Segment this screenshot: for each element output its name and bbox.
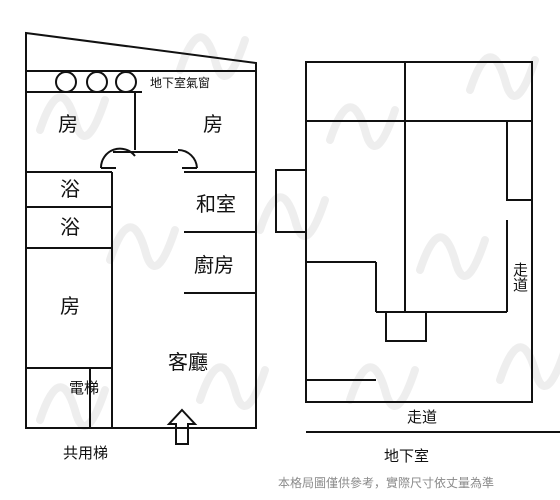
label-elevator: 電梯 [69, 379, 99, 397]
basement-plan [275, 61, 560, 433]
main-floor-outline [25, 31, 257, 429]
label-room-top-right: 房 [203, 112, 223, 136]
window-circle [86, 71, 108, 93]
label-basement-window: 地下室氣窗 [150, 75, 210, 90]
window-circle [55, 71, 77, 93]
label-kitchen: 廚房 [194, 253, 234, 277]
label-japanese-room: 和室 [196, 192, 236, 216]
label-bath-2: 浴 [60, 215, 80, 239]
label-corridor-bottom: 走道 [407, 408, 437, 426]
watermark-pattern [36, 33, 560, 430]
label-basement-title: 地下室 [384, 447, 429, 465]
label-living-room: 客廳 [168, 350, 208, 374]
label-room-left: 房 [60, 294, 80, 318]
window-circle [115, 71, 137, 93]
label-room-top-left: 房 [58, 112, 78, 136]
entrance-arrow [166, 408, 198, 445]
disclaimer-note: 本格局圖僅供參考，實際尺寸依丈量為準 [278, 475, 494, 490]
main-floor-plan [25, 31, 257, 445]
label-bath-1: 浴 [60, 177, 80, 201]
label-shared-stairs: 共用梯 [63, 444, 108, 462]
label-corridor-right: 走道 [509, 262, 529, 292]
